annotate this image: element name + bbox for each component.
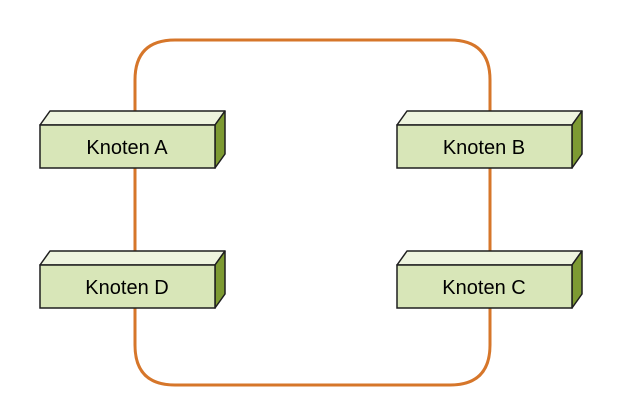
node-d-top-face <box>39 250 226 266</box>
node-a-front-face <box>39 124 216 169</box>
node-c-label: Knoten C <box>442 277 525 299</box>
node-c-front-face <box>396 264 573 309</box>
node-a: Knoten A <box>39 110 226 169</box>
ring-connection-line <box>133 38 492 387</box>
node-b: Knoten B <box>396 110 583 169</box>
node-b-front-face <box>396 124 573 169</box>
node-b-top-face <box>396 110 583 126</box>
node-d-label: Knoten D <box>85 277 168 299</box>
node-a-top-face <box>39 110 226 126</box>
node-c: Knoten C <box>396 250 583 309</box>
node-d-front-face <box>39 264 216 309</box>
node-b-label: Knoten B <box>443 137 525 159</box>
node-c-top-face <box>396 250 583 266</box>
node-d: Knoten D <box>39 250 226 309</box>
node-a-label: Knoten A <box>86 137 168 159</box>
